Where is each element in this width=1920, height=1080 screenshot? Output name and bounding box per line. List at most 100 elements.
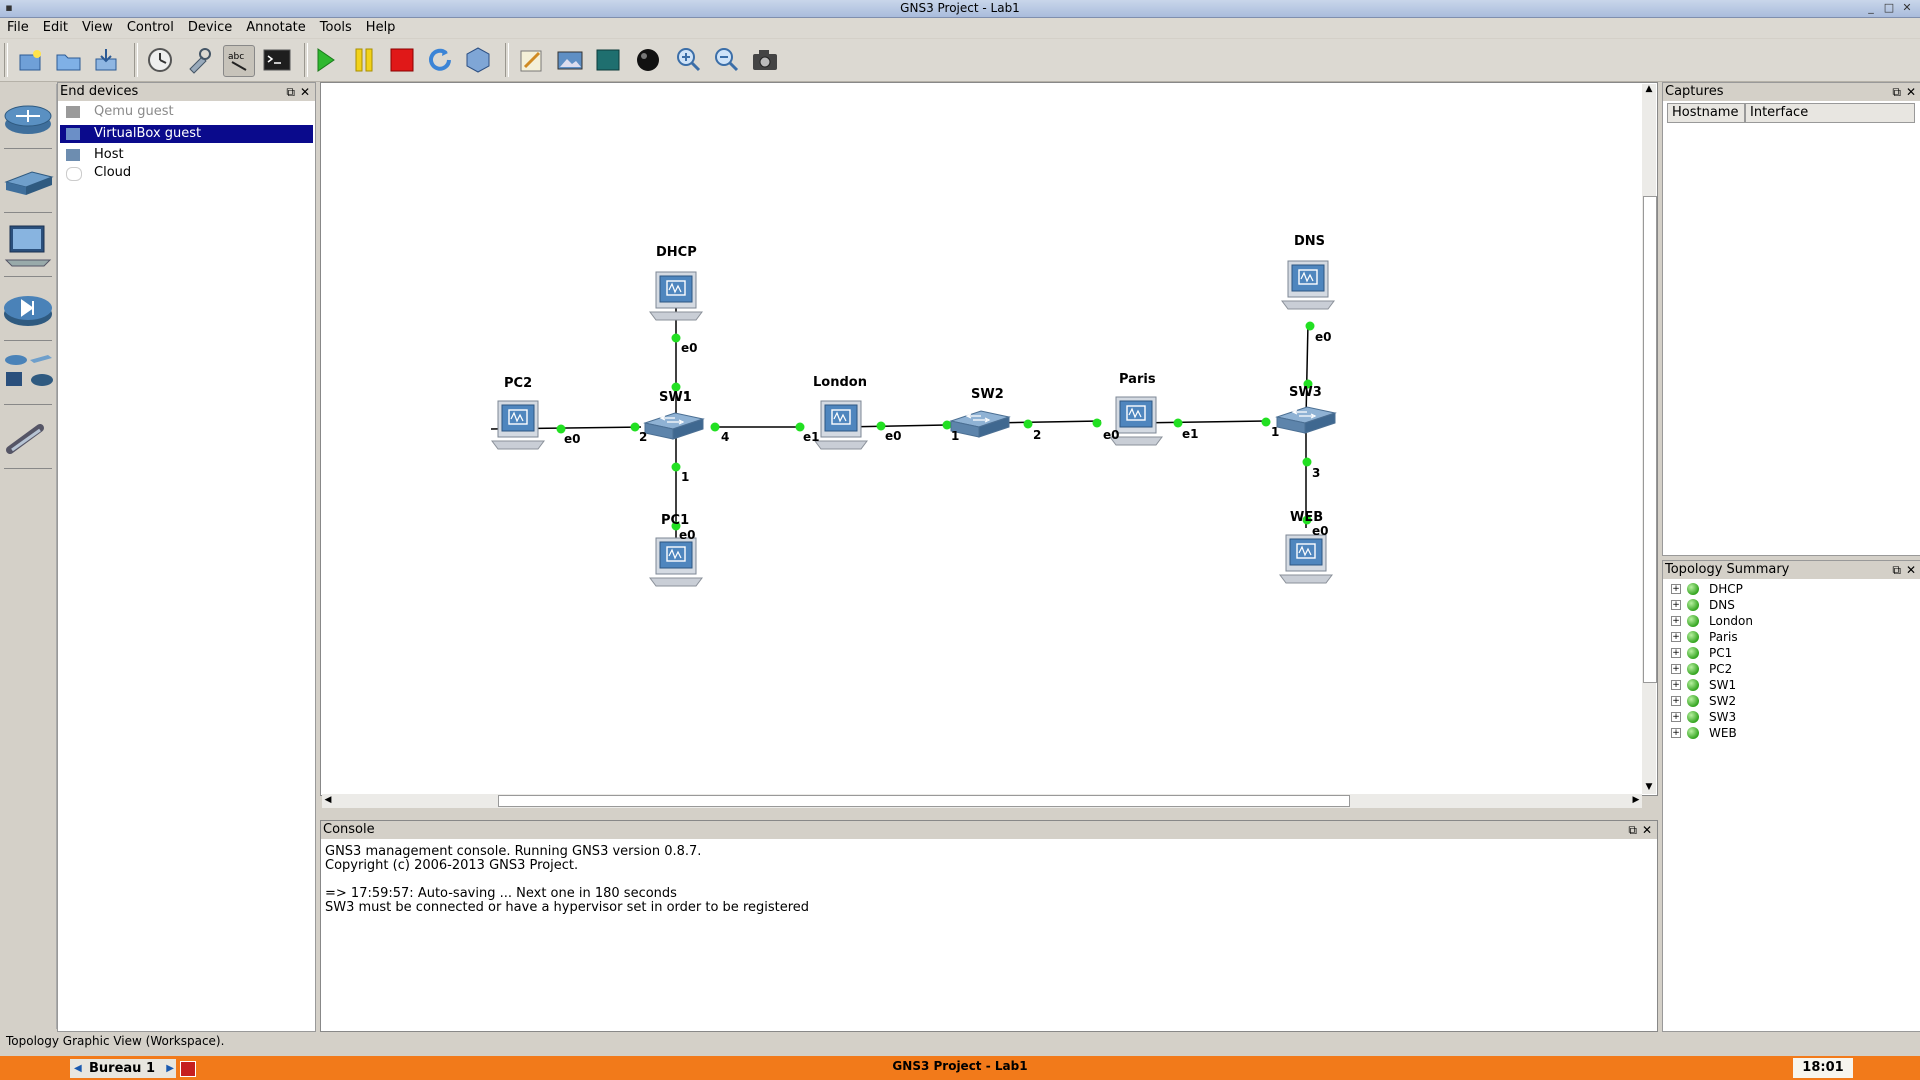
undock-icon[interactable]: ⧉ (1628, 823, 1637, 837)
start-icon[interactable] (310, 45, 340, 75)
menu-tools[interactable]: Tools (319, 20, 352, 35)
taskbar-app-icon[interactable] (180, 1061, 196, 1077)
next-workspace-icon[interactable]: ▶ (166, 1063, 174, 1074)
expand-icon[interactable]: + (1671, 584, 1681, 594)
scroll-right-icon[interactable]: ▶ (1632, 795, 1640, 805)
security-devices-icon[interactable] (2, 282, 54, 338)
menu-file[interactable]: File (7, 20, 29, 35)
switches-icon[interactable] (2, 154, 54, 210)
window-titlebar: GNS3 Project - Lab1 ▪ _ □ ✕ (0, 0, 1920, 18)
toolbar-separator (505, 43, 509, 77)
workspace-switcher[interactable]: ◀ Bureau 1 ▶ (70, 1059, 176, 1078)
device-item-virtualbox[interactable]: VirtualBox guest (60, 125, 313, 143)
port-label: 1 (951, 429, 960, 443)
menu-device[interactable]: Device (187, 20, 233, 35)
node-paris-label[interactable]: Paris (1119, 372, 1156, 387)
taskbar-window-title[interactable]: GNS3 Project - Lab1 (892, 1059, 1028, 1073)
close-panel-icon[interactable]: ✕ (1641, 823, 1652, 837)
captures-column-interface[interactable]: Interface (1745, 103, 1915, 123)
maximize-icon[interactable]: □ (1883, 1, 1895, 14)
node-dns-label[interactable]: DNS (1294, 234, 1326, 249)
node-dhcp-icon (649, 271, 703, 321)
console-panel[interactable]: Console ⧉ ✕ GNS3 management console. Run… (320, 820, 1658, 1032)
menu-annotate[interactable]: Annotate (246, 20, 306, 35)
pause-icon[interactable] (349, 45, 379, 75)
vertical-scroll-thumb[interactable] (1643, 196, 1657, 683)
annotate-icon[interactable] (517, 45, 547, 75)
prev-workspace-icon[interactable]: ◀ (74, 1063, 82, 1074)
expand-icon[interactable]: + (1671, 600, 1681, 610)
scroll-up-icon[interactable]: ▲ (1645, 84, 1653, 94)
node-london-icon (814, 400, 868, 450)
topology-canvas[interactable]: DHCP PC2 SW1 PC1 London SW2 Paris DNS SW… (320, 82, 1658, 796)
console-icon[interactable] (262, 45, 292, 75)
scroll-left-icon[interactable]: ◀ (324, 795, 332, 805)
snapshot-icon[interactable] (145, 45, 175, 75)
captures-panel: Captures ⧉ ✕ Hostname Interface (1662, 82, 1920, 556)
expand-icon[interactable]: + (1671, 712, 1681, 722)
menu-view[interactable]: View (81, 20, 113, 35)
all-devices-icon[interactable] (2, 346, 54, 402)
port-label: 1 (683, 390, 692, 404)
window-menu-icon[interactable]: ▪ (5, 1, 13, 14)
node-sw1-label[interactable]: SW1 (659, 390, 692, 405)
virtualbox-icon[interactable] (463, 45, 493, 75)
status-led-icon (1687, 647, 1699, 659)
undock-icon[interactable]: ⧉ (1892, 85, 1901, 99)
open-project-icon[interactable] (53, 45, 83, 75)
scroll-down-icon[interactable]: ▼ (1645, 782, 1653, 792)
expand-icon[interactable]: + (1671, 664, 1681, 674)
close-panel-icon[interactable]: ✕ (1905, 85, 1916, 99)
device-item-host[interactable]: Host (60, 146, 313, 164)
menu-edit[interactable]: Edit (42, 20, 68, 35)
close-panel-icon[interactable]: ✕ (1905, 563, 1916, 577)
ellipse-icon[interactable] (633, 45, 663, 75)
canvas-horizontal-scrollbar[interactable]: ◀ ▶ (322, 794, 1642, 808)
preferences-icon[interactable] (184, 45, 214, 75)
node-web-label[interactable]: WEB (1290, 510, 1324, 525)
node-sw3-label[interactable]: SW3 (1289, 385, 1322, 400)
minimize-icon[interactable]: _ (1868, 1, 1874, 14)
node-dns-icon (1281, 260, 1335, 310)
new-project-icon[interactable] (15, 45, 45, 75)
menu-help[interactable]: Help (365, 20, 396, 35)
node-london-label[interactable]: London (813, 375, 867, 390)
insert-image-icon[interactable] (555, 45, 585, 75)
node-pc1-icon (649, 537, 703, 587)
stop-icon[interactable] (387, 45, 417, 75)
captures-column-hostname[interactable]: Hostname (1667, 103, 1745, 123)
expand-icon[interactable]: + (1671, 616, 1681, 626)
menu-control[interactable]: Control (126, 20, 174, 35)
node-pc2-label[interactable]: PC2 (504, 376, 533, 391)
horizontal-scroll-thumb[interactable] (498, 795, 1350, 807)
zoom-in-icon[interactable] (673, 45, 703, 75)
end-devices-icon[interactable] (2, 218, 54, 274)
node-pc1-label[interactable]: PC1 (661, 513, 690, 528)
port-label: e0 (679, 528, 696, 542)
screenshot-icon[interactable] (750, 45, 780, 75)
port-label: e1 (803, 430, 820, 444)
zoom-out-icon[interactable] (711, 45, 741, 75)
save-project-icon[interactable] (91, 45, 121, 75)
expand-icon[interactable]: + (1671, 728, 1681, 738)
reload-icon[interactable] (425, 45, 455, 75)
undock-icon[interactable]: ⧉ (1892, 563, 1901, 577)
undock-icon[interactable]: ⧉ (286, 85, 295, 99)
canvas-vertical-scrollbar[interactable]: ▲ ▼ (1642, 84, 1657, 794)
device-item-qemu[interactable]: Qemu guest (60, 103, 313, 121)
close-panel-icon[interactable]: ✕ (299, 85, 310, 99)
expand-icon[interactable]: + (1671, 696, 1681, 706)
expand-icon[interactable]: + (1671, 680, 1681, 690)
add-link-icon[interactable] (2, 410, 54, 466)
routers-icon[interactable] (2, 90, 54, 146)
end-devices-title: End devices (60, 84, 139, 99)
close-icon[interactable]: ✕ (1902, 1, 1912, 14)
console-title: Console (323, 822, 375, 837)
node-sw2-label[interactable]: SW2 (971, 387, 1004, 402)
expand-icon[interactable]: + (1671, 648, 1681, 658)
rectangle-icon[interactable] (593, 45, 623, 75)
node-dhcp-label[interactable]: DHCP (656, 245, 697, 260)
device-item-cloud[interactable]: Cloud (60, 164, 313, 182)
expand-icon[interactable]: + (1671, 632, 1681, 642)
show-labels-icon[interactable]: abc (223, 45, 255, 77)
